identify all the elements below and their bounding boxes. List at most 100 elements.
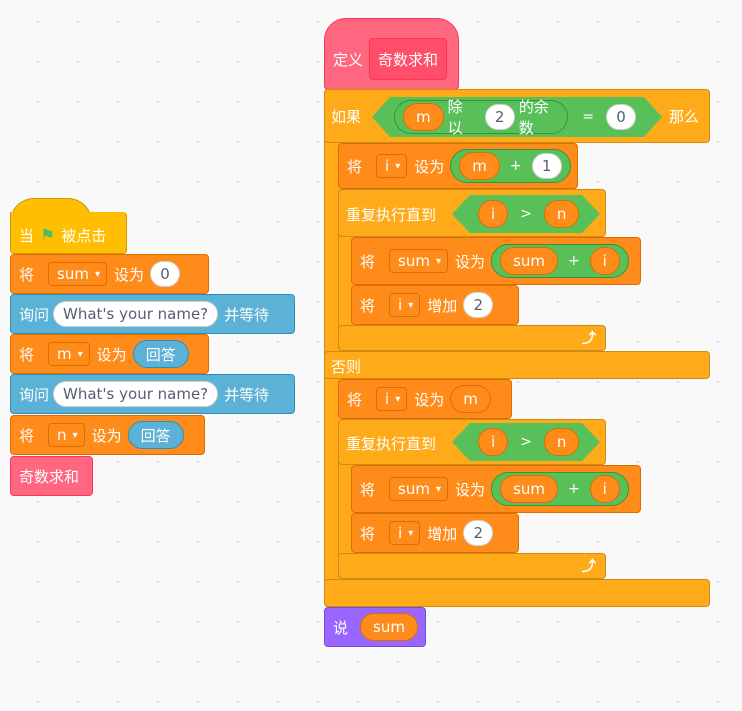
set-verb: 将	[19, 265, 35, 284]
when-label: 当	[19, 227, 35, 245]
variable-dropdown[interactable]: i▾	[389, 293, 421, 317]
change-i-block[interactable]: 将 i▾ 增加 2	[351, 513, 519, 553]
equals-value-input[interactable]: 0	[606, 104, 636, 130]
set-sum-block[interactable]: 将 sum▾ 设为 sum + i	[351, 237, 641, 285]
define-block[interactable]: 定义 奇数求和	[324, 18, 459, 90]
call-odd-sum-block[interactable]: 奇数求和	[10, 456, 93, 496]
greater-than-sign: >	[520, 434, 532, 450]
m-reporter[interactable]: m	[450, 385, 491, 413]
change-verb: 将	[360, 296, 376, 315]
variable-name: i	[398, 524, 403, 542]
set-verb: 将	[347, 390, 363, 409]
variable-dropdown[interactable]: n▾	[48, 423, 85, 447]
answer-reporter[interactable]: 回答	[127, 421, 184, 449]
m-reporter[interactable]: m	[403, 103, 444, 131]
else-divider	[324, 351, 710, 379]
sum-reporter[interactable]: sum	[360, 613, 418, 641]
m-reporter[interactable]: m	[459, 152, 500, 180]
chevron-down-icon: ▾	[77, 348, 83, 360]
ask-verb: 询问	[19, 385, 50, 404]
variable-dropdown[interactable]: sum▾	[389, 249, 448, 273]
set-m-block[interactable]: 将 m▾ 设为 回答	[10, 334, 209, 374]
set-i-block[interactable]: 将 i▾ 设为 m + 1	[338, 143, 578, 189]
add-operator[interactable]: m + 1	[450, 149, 571, 183]
mod-label: 除以	[447, 98, 463, 137]
plus-sign: +	[567, 481, 580, 497]
ask-verb: 询问	[19, 305, 50, 324]
question-input[interactable]: What's your name?	[53, 381, 219, 407]
chevron-down-icon: ▾	[72, 429, 78, 441]
set-n-block[interactable]: 将 n▾ 设为 回答	[10, 415, 205, 455]
gt-condition[interactable]: i > n	[452, 423, 600, 461]
addend-input[interactable]: 1	[531, 153, 562, 179]
add-operator[interactable]: sum + i	[491, 244, 629, 278]
set-to-label: 设为	[96, 345, 127, 364]
variable-dropdown[interactable]: sum▾	[48, 262, 107, 286]
question-input[interactable]: What's your name?	[53, 301, 219, 327]
chevron-down-icon: ▾	[408, 527, 414, 539]
variable-dropdown[interactable]: i▾	[376, 387, 408, 411]
set-sum-block[interactable]: 将 sum▾ 设为 sum + i	[351, 465, 641, 513]
n-reporter[interactable]: n	[544, 428, 580, 456]
variable-dropdown[interactable]: i▾	[389, 521, 421, 545]
procedure-name: 奇数求和	[19, 467, 80, 486]
say-block[interactable]: 说 sum	[324, 607, 426, 647]
variable-dropdown[interactable]: sum▾	[389, 477, 448, 501]
chevron-down-icon: ▾	[395, 160, 401, 172]
set-sum-block[interactable]: 将 sum▾ 设为 0	[10, 254, 209, 294]
sum-reporter[interactable]: sum	[500, 475, 558, 503]
if-keyword: 如果	[331, 108, 362, 126]
equals-condition[interactable]: m 除以 2 的余数 = 0	[372, 97, 662, 137]
set-to-label: 设为	[91, 426, 122, 445]
set-to-label: 设为	[113, 265, 144, 284]
and-wait-label: 并等待	[224, 305, 270, 324]
chevron-down-icon: ▾	[408, 299, 414, 311]
mod-operator[interactable]: m 除以 2 的余数	[394, 100, 568, 134]
set-verb: 将	[19, 345, 35, 364]
variable-dropdown[interactable]: i▾	[376, 154, 408, 178]
repeat-footer	[338, 325, 606, 351]
ask-block-2[interactable]: 询问 What's your name? 并等待	[10, 374, 295, 414]
else-keyword: 否则	[331, 358, 362, 376]
answer-reporter[interactable]: 回答	[132, 340, 189, 368]
variable-name: m	[57, 345, 72, 363]
sum-reporter[interactable]: sum	[500, 247, 558, 275]
ask-block-1[interactable]: 询问 What's your name? 并等待	[10, 294, 295, 334]
chevron-down-icon: ▾	[395, 393, 401, 405]
procedure-name: 奇数求和	[378, 50, 439, 69]
variable-name: i	[385, 157, 390, 175]
value-input[interactable]: 0	[150, 261, 180, 287]
variable-name: sum	[398, 480, 430, 498]
loop-arrow-icon: ⤴	[582, 559, 596, 575]
i-reporter[interactable]: i	[478, 428, 508, 456]
increment-input[interactable]: 2	[463, 292, 494, 318]
set-i-block[interactable]: 将 i▾ 设为 m	[338, 379, 512, 419]
set-verb: 将	[19, 426, 35, 445]
change-verb: 将	[360, 524, 376, 543]
i-reporter[interactable]: i	[589, 247, 620, 275]
and-wait-label: 并等待	[224, 385, 270, 404]
set-to-label: 设为	[454, 480, 485, 499]
variable-name: i	[398, 296, 403, 314]
n-reporter[interactable]: n	[544, 200, 580, 228]
i-reporter[interactable]: i	[589, 475, 620, 503]
change-by-label: 增加	[427, 524, 458, 543]
when-flag-clicked-block[interactable]: 当 ⚑ 被点击	[10, 212, 127, 254]
i-reporter[interactable]: i	[478, 200, 508, 228]
plus-sign: +	[567, 253, 580, 269]
gt-condition[interactable]: i > n	[452, 195, 600, 233]
loop-arrow-icon: ⤴	[582, 331, 596, 347]
change-i-block[interactable]: 将 i▾ 增加 2	[351, 285, 519, 325]
procedure-prototype[interactable]: 奇数求和	[369, 38, 448, 80]
set-to-label: 设为	[414, 390, 445, 409]
set-to-label: 设为	[454, 252, 485, 271]
plus-sign: +	[509, 158, 522, 174]
then-keyword: 那么	[669, 108, 700, 126]
add-operator[interactable]: sum + i	[491, 472, 629, 506]
increment-input[interactable]: 2	[463, 520, 494, 546]
variable-dropdown[interactable]: m▾	[48, 342, 90, 366]
divisor-input[interactable]: 2	[485, 104, 515, 130]
repeat-until-keyword: 重复执行直到	[346, 435, 437, 453]
clicked-label: 被点击	[61, 227, 107, 245]
chevron-down-icon: ▾	[435, 255, 441, 267]
